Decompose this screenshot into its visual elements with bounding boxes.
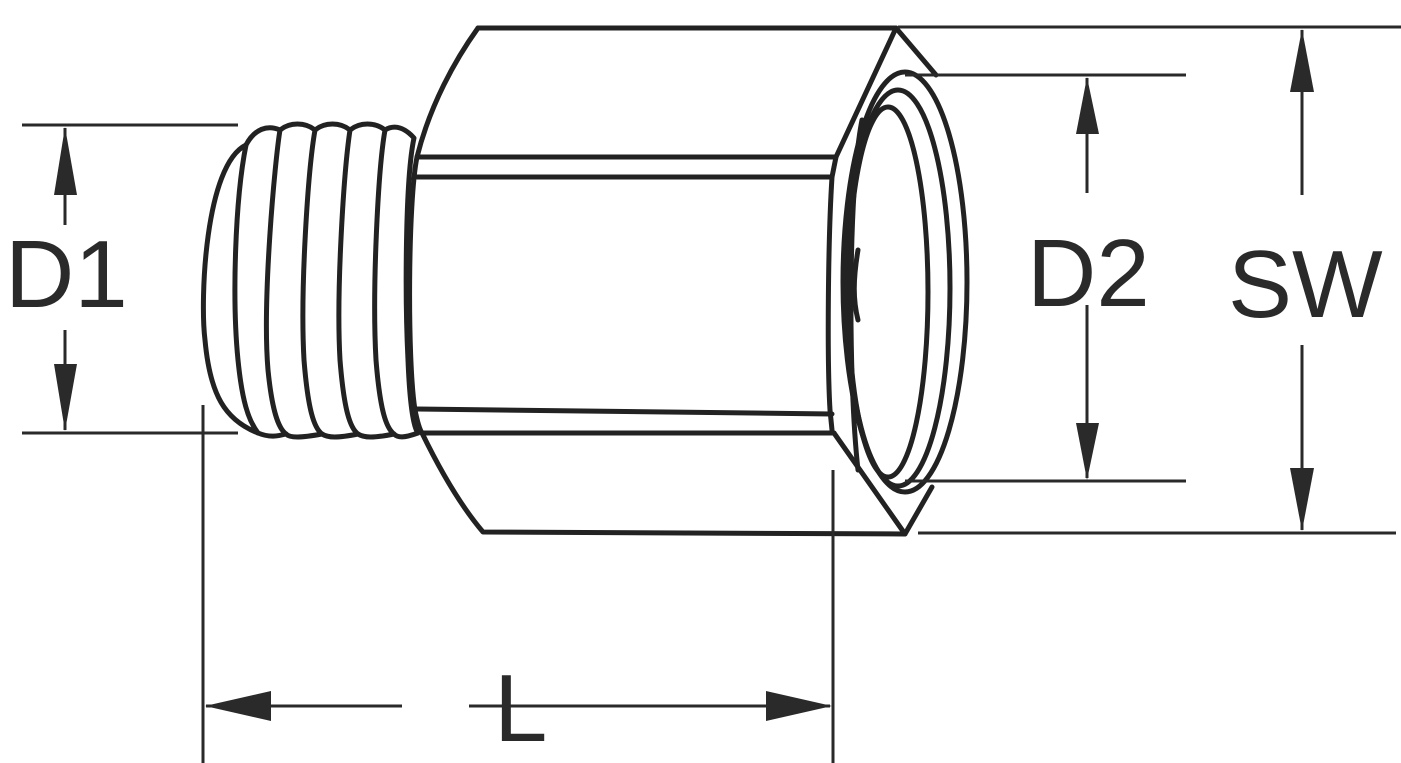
dimension-d2: D2 [905, 73, 1186, 483]
dimension-d1: D1 [5, 123, 238, 435]
label-d1: D1 [5, 221, 128, 328]
dimension-sw: SW [898, 25, 1401, 535]
label-d2: D2 [1027, 220, 1150, 327]
label-l: L [494, 655, 547, 762]
dimension-l: L [201, 405, 835, 763]
label-sw: SW [1228, 231, 1383, 338]
hex-body [407, 25, 939, 537]
male-thread [200, 121, 421, 440]
female-thread [840, 69, 970, 495]
